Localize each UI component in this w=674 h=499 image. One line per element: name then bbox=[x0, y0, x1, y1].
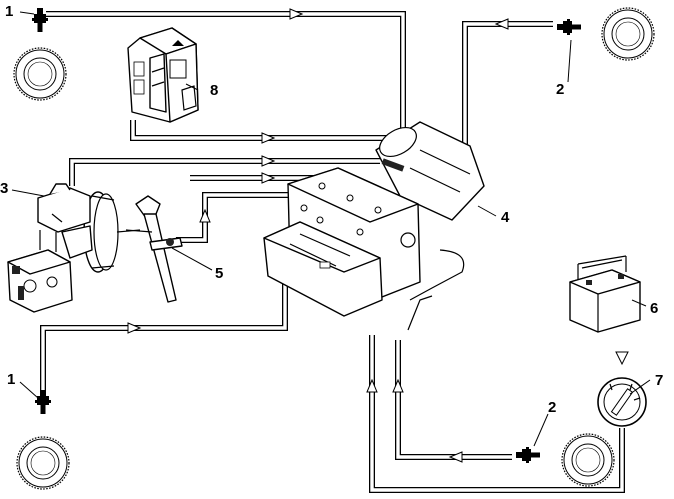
arrow-up-icon bbox=[366, 378, 378, 393]
callout-battery: 6 bbox=[650, 300, 658, 317]
battery bbox=[569, 255, 641, 333]
front-right-wheel-sensor bbox=[557, 7, 655, 61]
arrow-left-icon bbox=[448, 451, 463, 463]
tone-wheel-icon bbox=[16, 436, 70, 490]
arrow-up-icon bbox=[199, 208, 211, 223]
wiring-harness bbox=[40, 11, 625, 493]
callout-sensor-rear-left: 1 bbox=[7, 371, 15, 388]
rear-left-wheel-sensor bbox=[16, 390, 70, 490]
tone-wheel-icon bbox=[561, 433, 615, 487]
callout-master-cylinder: 3 bbox=[0, 180, 8, 197]
callout-ignition-switch: 7 bbox=[655, 372, 663, 389]
ignition-switch bbox=[597, 377, 647, 427]
wire-ignition-switch bbox=[369, 335, 625, 493]
callout-sensor-front-right: 2 bbox=[556, 81, 564, 98]
wire-front-left-sensor bbox=[46, 11, 406, 128]
signal-arrows bbox=[127, 8, 629, 463]
callout-sensor-rear-right: 2 bbox=[548, 399, 556, 416]
arrow-down-icon bbox=[615, 351, 629, 366]
wire-front-right-sensor bbox=[462, 21, 553, 145]
wire-hazard-switch bbox=[130, 120, 390, 141]
rear-right-wheel-sensor bbox=[516, 433, 615, 487]
hazard-switch bbox=[127, 27, 199, 123]
brake-pedal-switch bbox=[125, 195, 183, 303]
callout-brake-pedal-switch: 5 bbox=[215, 265, 223, 282]
abs-modulator bbox=[263, 121, 485, 331]
arrow-left-icon bbox=[494, 18, 509, 30]
leader-lines bbox=[11, 11, 651, 447]
callout-labels: 1 2 3 8 4 5 6 7 1 2 bbox=[0, 3, 663, 416]
wire-master-cylinder bbox=[69, 158, 380, 186]
arrow-right-icon bbox=[261, 172, 276, 184]
wire-rear-right-sensor bbox=[395, 340, 512, 460]
arrow-right-icon bbox=[127, 322, 142, 334]
wire-rear-left-sensor bbox=[40, 272, 288, 390]
master-cylinder-booster bbox=[7, 183, 141, 313]
callout-sensor-front-left: 1 bbox=[5, 3, 13, 20]
arrow-right-icon bbox=[261, 155, 276, 167]
arrow-right-icon bbox=[261, 132, 276, 144]
tone-wheel-icon bbox=[13, 47, 67, 101]
arrow-right-icon bbox=[289, 8, 304, 20]
tone-wheel-icon bbox=[601, 7, 655, 61]
callout-hazard-switch: 8 bbox=[210, 82, 218, 99]
front-left-wheel-sensor bbox=[13, 8, 67, 101]
arrow-up-icon bbox=[392, 378, 404, 393]
callout-modulator: 4 bbox=[501, 209, 510, 226]
